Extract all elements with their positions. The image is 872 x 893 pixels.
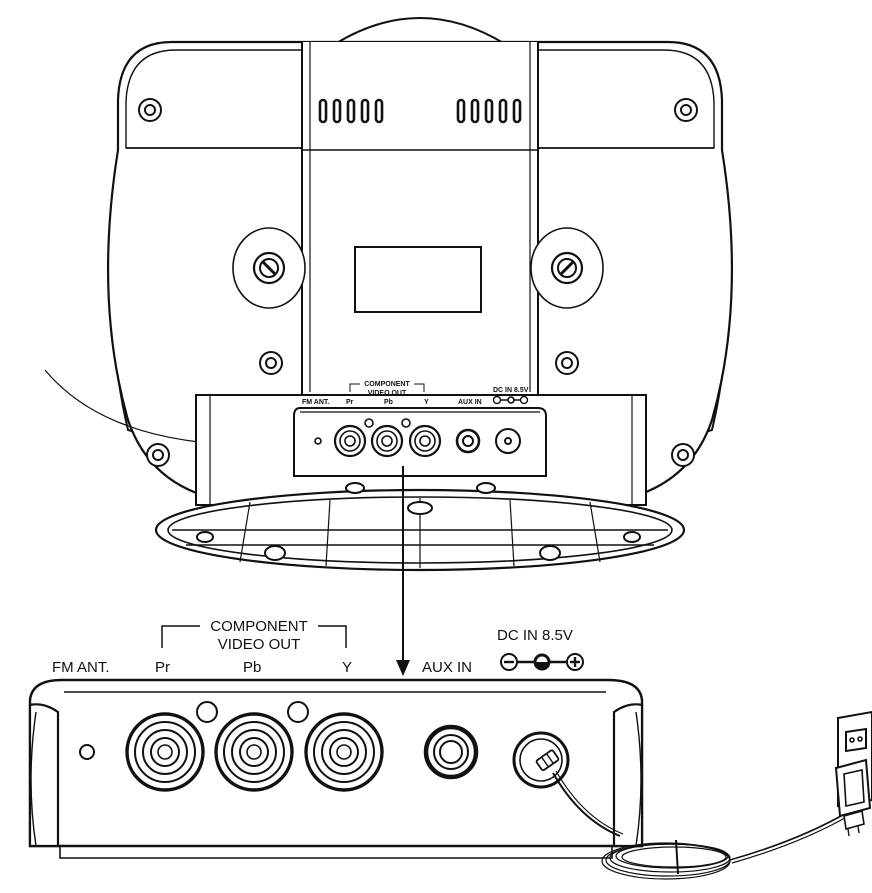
screw-top-left: [138, 98, 162, 122]
screw-bottom-right: [671, 443, 695, 467]
panel-right-cap: [612, 703, 644, 848]
small-component-label: COMPONENT: [364, 381, 410, 388]
video-out-label: VIDEO OUT: [218, 636, 301, 653]
small-video-out-label: VIDEO OUT: [368, 390, 407, 397]
small-polarity-symbol: [492, 395, 529, 405]
small-bracket-right: [414, 383, 425, 392]
screw-bottom-left: [146, 443, 170, 467]
top-handle: [331, 17, 509, 45]
screw-top-right: [674, 98, 698, 122]
panel-left-cap: [28, 703, 60, 848]
right-cap-curve: [635, 711, 642, 847]
label-plate: [354, 246, 482, 313]
small-y-label: Y: [424, 399, 429, 406]
panel-bottom-lip: [59, 846, 613, 859]
pb-jack: [214, 712, 294, 792]
power-adapter-icon: [834, 758, 872, 837]
aux-in-label: AUX IN: [422, 659, 472, 676]
panel-screw-left: [196, 701, 218, 723]
zoom-arrow: [396, 466, 410, 676]
small-dc-jack: [495, 428, 521, 454]
pr-label: Pr: [155, 659, 170, 676]
small-screw-left: [364, 418, 374, 428]
small-screw-right: [401, 418, 411, 428]
small-labels: COMPONENT VIDEO OUT FM ANT. Pr Pb Y AUX …: [302, 381, 529, 406]
left-cap-curve: [30, 711, 37, 847]
dc-polarity-symbol: [500, 653, 584, 671]
bracket-left: [161, 625, 200, 648]
vent-slots-left: [318, 98, 384, 124]
oval-stand: [154, 482, 686, 572]
small-fm-ant-label: FM ANT.: [302, 399, 329, 406]
pr-jack: [125, 712, 205, 792]
wall-outlet: [834, 710, 872, 837]
dc-in-label: DC IN 8.5V: [497, 627, 573, 644]
small-pb-jack: [370, 424, 404, 458]
panel-screw-right: [287, 701, 309, 723]
right-knob: [530, 227, 604, 309]
arrow-head: [396, 660, 410, 676]
unit-rear-view: COMPONENT VIDEO OUT FM ANT. Pr Pb Y AUX …: [44, 17, 734, 572]
pb-label: Pb: [243, 659, 261, 676]
small-dc-label: DC IN 8.5V: [493, 387, 529, 394]
left-knob: [232, 227, 306, 309]
bracket-right: [318, 625, 347, 648]
outlet-icon: [845, 727, 867, 753]
power-cord: [552, 770, 851, 880]
small-aux-label: AUX IN: [458, 399, 482, 406]
cord-tie: [675, 839, 679, 875]
fm-antenna-jack: [79, 744, 95, 760]
small-pb-label: Pb: [384, 399, 393, 406]
dc-in-jack: [512, 731, 570, 789]
screw-mid-left: [259, 351, 283, 375]
small-aux-jack: [455, 428, 481, 454]
y-jack: [304, 712, 384, 792]
screw-mid-right: [555, 351, 579, 375]
dc-plug: [535, 749, 560, 772]
small-fm-jack: [314, 437, 322, 445]
y-label: Y: [342, 659, 352, 676]
component-label: COMPONENT: [210, 618, 308, 635]
fm-ant-label: FM ANT.: [52, 659, 110, 676]
plus-polarity-icon: [566, 653, 584, 671]
vent-slots-right: [456, 98, 522, 124]
small-pr-label: Pr: [346, 399, 354, 406]
small-pr-jack: [333, 424, 367, 458]
small-bracket-left: [349, 383, 360, 392]
aux-in-jack: [423, 724, 479, 780]
enlarged-jack-panel: COMPONENT VIDEO OUT FM ANT. Pr Pb Y AUX …: [28, 618, 644, 859]
center-column: [301, 42, 539, 396]
small-connector-panel: [293, 407, 547, 477]
small-y-jack: [408, 424, 442, 458]
